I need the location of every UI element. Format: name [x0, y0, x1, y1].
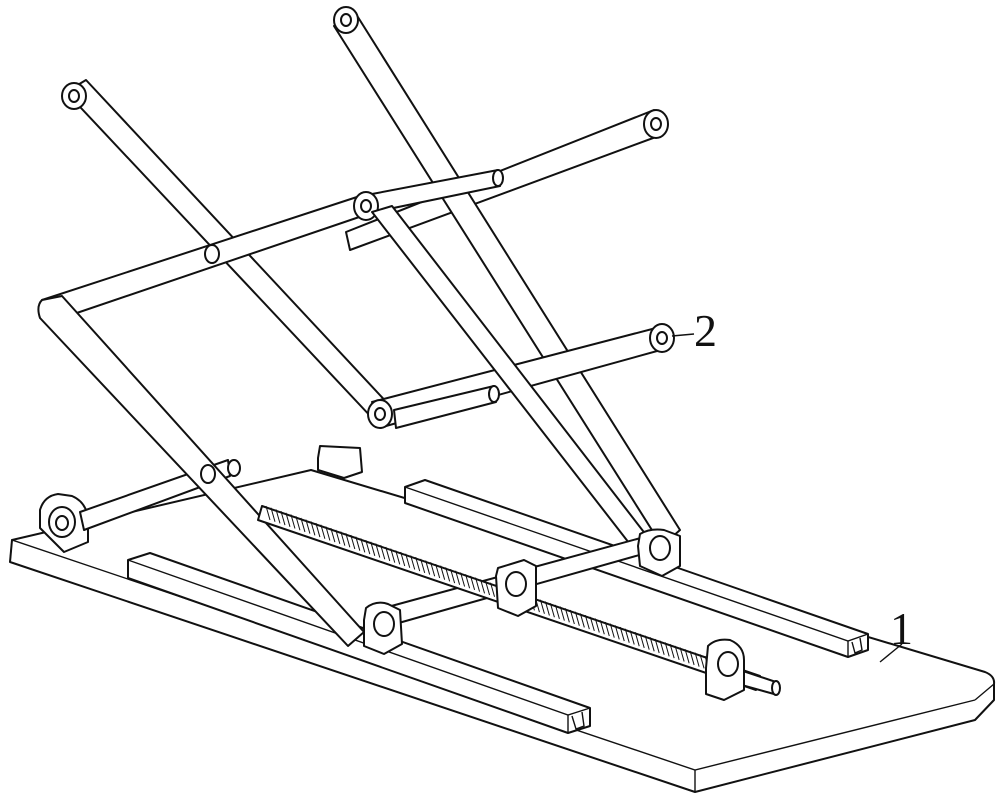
callout-1-label: 1 [890, 603, 913, 654]
rear-slider-block [638, 530, 680, 577]
front-slider-block [364, 603, 402, 654]
callout-2: 2 [672, 305, 717, 356]
rear-scissor-arm [334, 7, 680, 546]
callout-2-label: 2 [694, 305, 717, 356]
screw-nut-block [496, 560, 536, 616]
screw-support-block [706, 640, 744, 700]
scissor-center-pivot [201, 245, 240, 483]
